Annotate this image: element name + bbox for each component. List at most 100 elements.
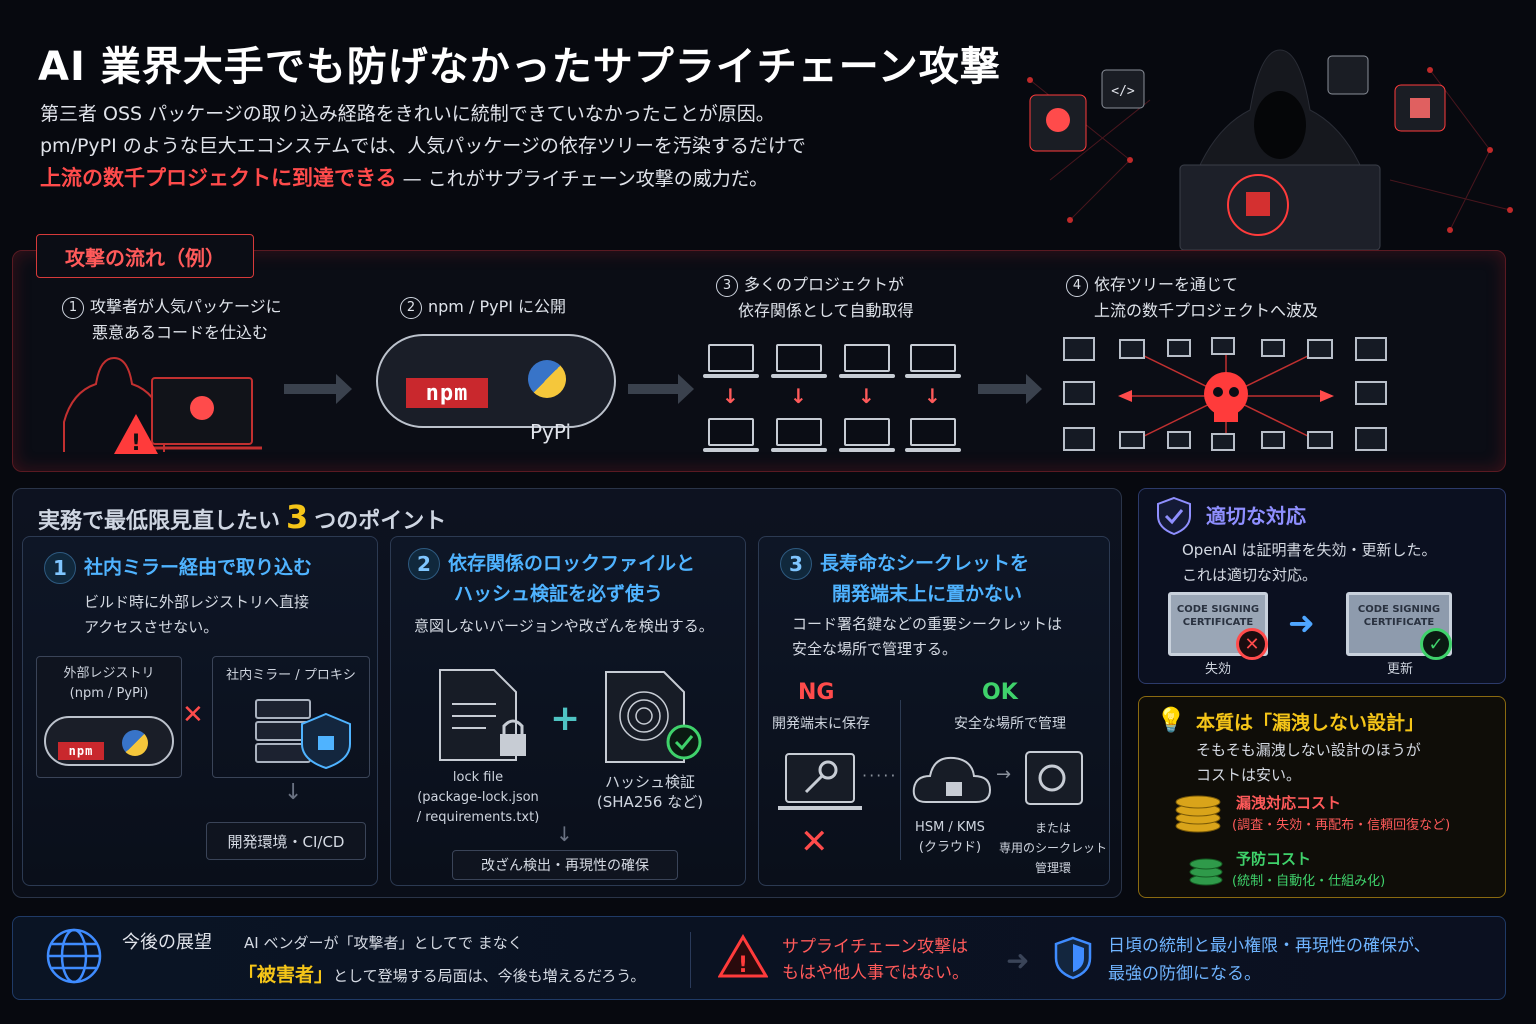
intro-highlight: 上流の数千プロジェクトに到達できる (40, 166, 397, 190)
flow-arrow (628, 374, 694, 404)
desc-line: OpenAI は証明書を失効・更新した。 (1182, 541, 1437, 559)
cost-leak-title: 漏洩対応コスト (1236, 794, 1342, 812)
label-line: / requirements.txt) (416, 810, 540, 825)
card-desc-line: アクセスさせない。 (84, 618, 219, 636)
page-title: AI 業界大手でも防げなかったサプライチェーン攻撃 (38, 44, 1001, 90)
step-number: 4 (1066, 274, 1088, 297)
card-title-text: 開発端末上に置かない (832, 583, 1023, 605)
laptop-icon (905, 418, 961, 452)
label-line: (クラウド) (918, 840, 982, 855)
cert-line: CODE SIGNING (1176, 604, 1260, 615)
cert-line: CERTIFICATE (1363, 617, 1435, 628)
lightbulb-icon: 💡 (1156, 706, 1186, 734)
down-arrow-icon: ↓ (858, 384, 875, 408)
label-line: (SHA256 など) (596, 793, 704, 811)
label-line: (npm / PyPi) (69, 686, 149, 701)
cost-leak-detail: (調査・失効・再配布・信頼回復など) (1232, 818, 1451, 833)
step-text: npm / PyPI に公開 (428, 297, 567, 316)
pypi-label: PyPi (530, 420, 572, 444)
intro-line-2: pm/PyPI のような巨大エコシステムでは、人気パッケージの依存ツリーを汚染す… (40, 135, 806, 157)
laptop-icon (703, 418, 759, 452)
green-coins-icon (1189, 858, 1223, 886)
defense-text: 日頃の統制と最小権限・再現性の確保が、最強の防御になる。 (1108, 932, 1431, 988)
warning-icon: ! (718, 934, 768, 978)
revoked-x-icon: ✕ (1236, 628, 1268, 660)
response-desc: OpenAI は証明書を失効・更新した。これは適切な対応。 (1182, 538, 1437, 588)
python-logo-icon (122, 730, 148, 756)
card-desc-line: 安全な場所で管理する。 (792, 640, 958, 658)
card-desc-line: コード署名鍵などの重要シークレットは (792, 615, 1063, 633)
card-number: 2 (408, 548, 440, 580)
intro-line-1: 第三者 OSS パッケージの取り込み経路をきれいに統制できていなかったことが原因… (40, 103, 775, 125)
cost-prevent-detail: (統制・自動化・仕組み化) (1232, 874, 1386, 889)
card-title-text: ハッシュ検証を必ず使う (454, 583, 664, 605)
label-line: または (1034, 821, 1071, 835)
down-arrow-icon: ↓ (790, 384, 807, 408)
safe-icon (1025, 751, 1083, 805)
plus-icon: + (550, 698, 581, 739)
label-line: ハッシュ検証 (604, 773, 695, 791)
python-logo-icon (528, 360, 566, 398)
essence-desc: そもそも漏洩しない設計のほうがコストは安い。 (1196, 738, 1421, 788)
result-box: 改ざん検出・再現性の確保 (452, 850, 678, 880)
laptop-icon (771, 418, 827, 452)
card-title-text: 長寿命なシークレットを (820, 552, 1030, 575)
dev-env-box: 開発環境・CI/CD (206, 822, 366, 860)
shield-check-icon (1157, 496, 1191, 536)
laptop-icon (839, 344, 895, 378)
shield-icon (1054, 936, 1092, 980)
warning-line: もはや他人事ではない。 (782, 963, 969, 983)
flow-arrow (284, 374, 352, 404)
cloud-lock-icon (912, 756, 992, 803)
hsm-label: HSM / KMS(クラウド) (900, 818, 1000, 858)
divider (900, 700, 901, 860)
footer-panel (12, 916, 1506, 1000)
laptop-icon (905, 344, 961, 378)
ng-desc: 開発端末に保存 (772, 716, 870, 732)
secret-mgmt-label: または専用のシークレット管理環 (998, 818, 1108, 878)
hash-label: ハッシュ検証 (SHA256 など) (580, 772, 720, 812)
points-title-post: つのポイント (314, 509, 447, 534)
attack-flow-panel (12, 250, 1506, 472)
attacker-laptop-icon: ! (63, 356, 262, 456)
step-text: 悪意あるコードを仕込む (92, 323, 269, 342)
card-3-desc: コード署名鍵などの重要シークレットは安全な場所で管理する。 (792, 612, 1062, 662)
intro-line-3: 上流の数千プロジェクトに到達できる — これがサプライチェーン攻撃の威力だ。 (40, 162, 806, 195)
step-text: 上流の数千プロジェクトへ波及 (1094, 301, 1319, 320)
response-title: 適切な対応 (1206, 504, 1306, 528)
desc-line: これは適切な対応。 (1182, 566, 1318, 584)
lock-file-label: lock file(package-lock.json/ requirement… (408, 768, 548, 828)
svg-text:</>: </> (1111, 84, 1135, 99)
card-number: 3 (780, 548, 812, 580)
warning-text: サプライチェーン攻撃はもはや他人事ではない。 (782, 934, 969, 986)
laptop-icon (839, 418, 895, 452)
card-desc-line: ビルド時に外部レジストリへ直接 (84, 593, 310, 611)
warning-line: サプライチェーン攻撃は (782, 937, 969, 957)
label-line: lock file (452, 770, 504, 785)
down-arrow-icon: ↓ (284, 780, 303, 805)
down-arrow-icon: ↓ (722, 384, 739, 408)
svg-text:!: ! (131, 431, 141, 456)
flow-step-4: 4 依存ツリーを通じて 上流の数千プロジェクトへ波及 (1066, 272, 1318, 324)
mirror-label: 社内ミラー / プロキシ (226, 668, 356, 683)
laptop-icon (771, 344, 827, 378)
step-number: 3 (716, 274, 738, 297)
renewed-label: 更新 (1386, 662, 1413, 677)
cert-line: CERTIFICATE (1182, 617, 1254, 628)
dotted-connector: ····· (862, 766, 898, 785)
step-text: 依存関係として自動取得 (738, 301, 914, 320)
ng-label: NG (798, 680, 835, 705)
victim-highlight: 「被害者」 (238, 964, 334, 986)
essence-title: 本質は「漏洩しない設計」 (1196, 712, 1425, 734)
step-text: 依存ツリーを通じて (1094, 275, 1239, 294)
outlook-text-2-rest: として登場する局面は、今後も増えるだろう。 (333, 967, 646, 985)
npm-logo: npm (406, 378, 488, 408)
globe-icon (46, 928, 102, 984)
points-title-pre: 実務で最低限見直したい (38, 509, 281, 534)
laptop-key-icon (778, 753, 862, 810)
